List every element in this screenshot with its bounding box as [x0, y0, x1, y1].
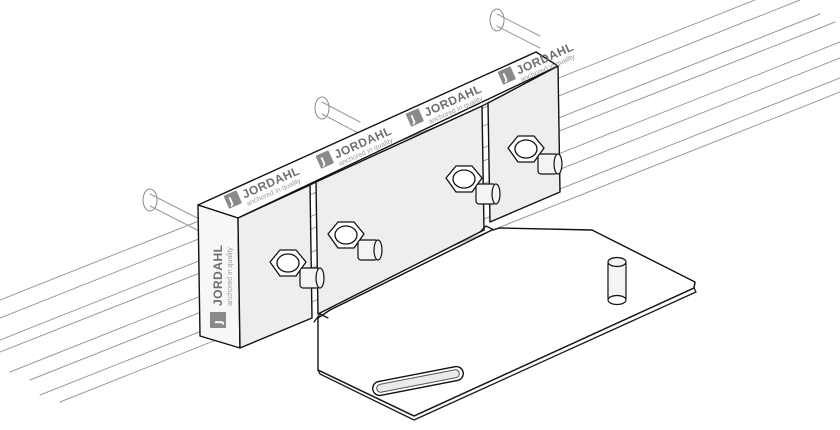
- plate-pin: [607, 256, 627, 306]
- hex-nut-4: [507, 135, 563, 175]
- svg-text:J: J: [227, 196, 236, 208]
- svg-text:J: J: [409, 114, 418, 126]
- bracket-block: [197, 51, 561, 349]
- anchor-studs: [142, 8, 541, 235]
- label-front-face: J JORDAHL anchored in quality: [210, 244, 234, 328]
- plate-slot-hole: [372, 365, 464, 397]
- svg-text:J: J: [319, 156, 328, 168]
- logo-mark: J: [214, 320, 225, 325]
- hex-nut-2: [327, 221, 383, 261]
- hex-nut-1: [269, 249, 325, 289]
- base-plate: [313, 225, 697, 421]
- stud-1: [142, 188, 206, 235]
- brand-name: JORDAHL: [211, 244, 225, 306]
- svg-text:J: J: [501, 72, 510, 84]
- brand-tagline: anchored in quality: [227, 247, 234, 306]
- fasteners: [269, 135, 563, 289]
- hex-nut-3: [445, 165, 501, 205]
- stud-3: [489, 8, 541, 49]
- stud-2: [314, 96, 361, 135]
